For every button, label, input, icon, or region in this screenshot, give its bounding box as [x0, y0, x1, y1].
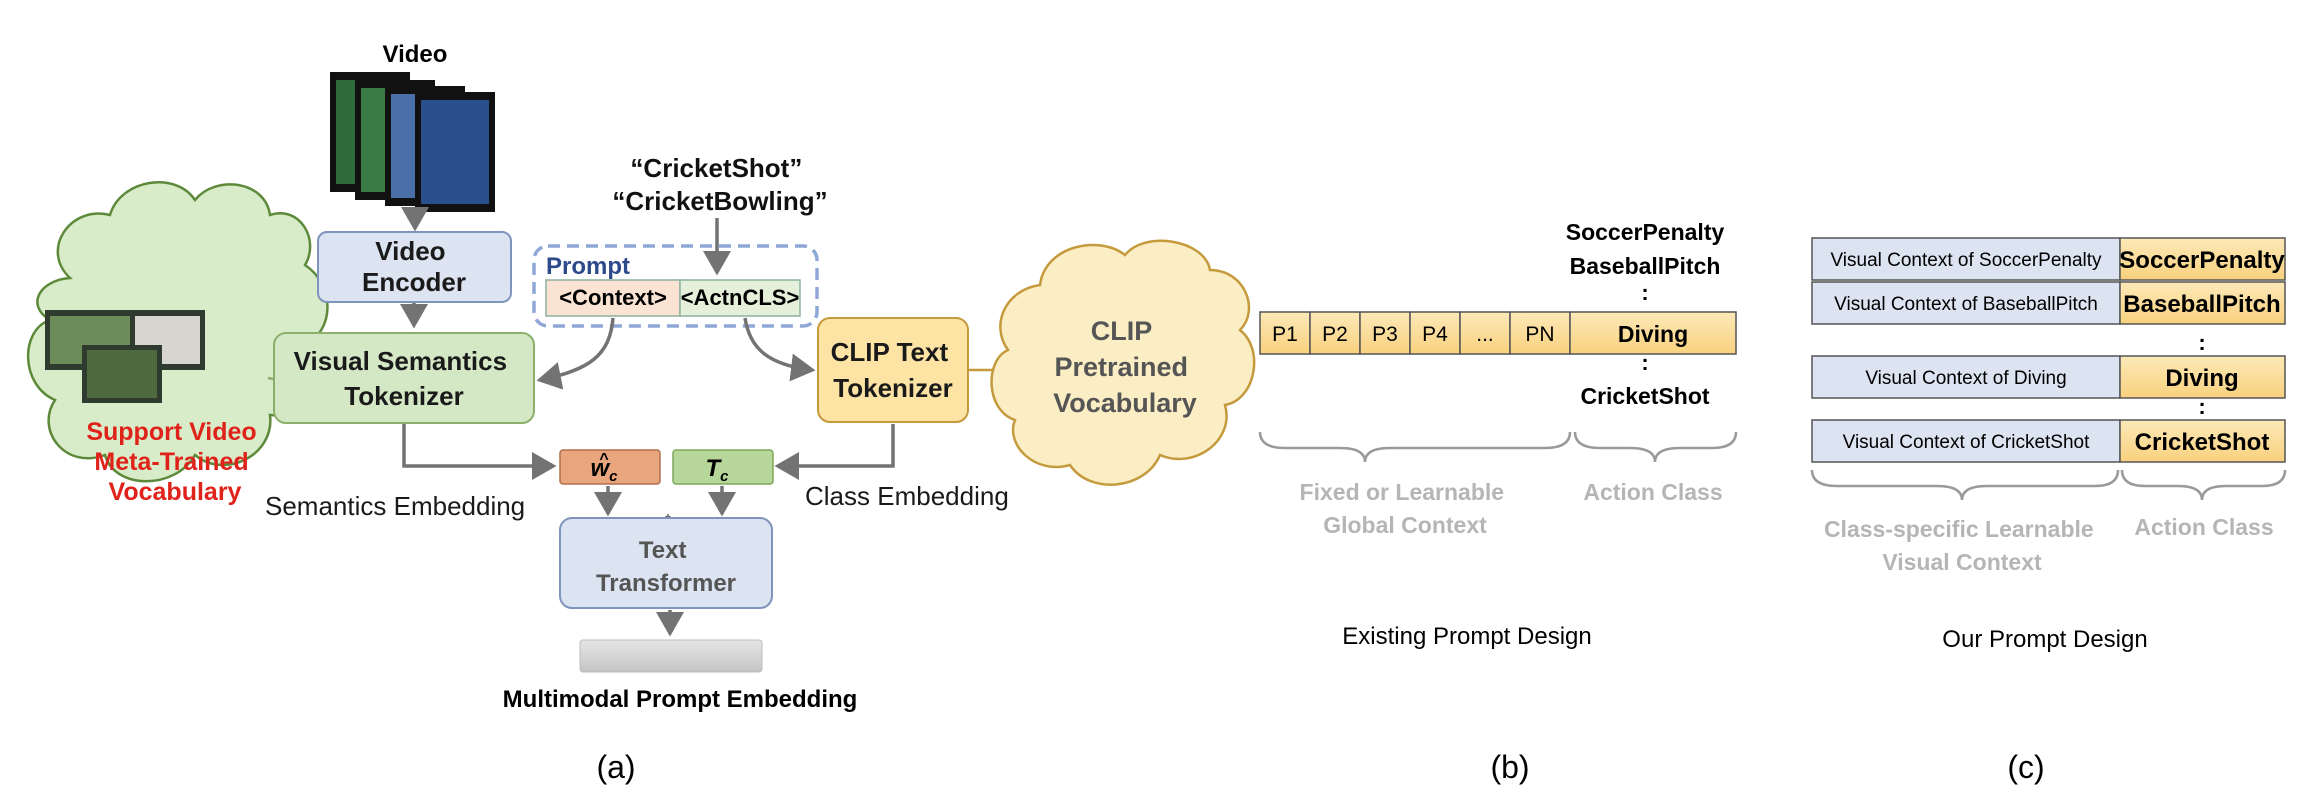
token-p4 — [1409, 311, 1461, 355]
brace-global-context — [1258, 431, 1572, 463]
support-vocab-label: Support Video Meta-Trained Vocabulary — [86, 418, 263, 506]
semantics-embedding-label: Semantics Embedding — [265, 491, 525, 521]
prompt-row: Visual Context of BaseballPitch Baseball… — [1811, 281, 2286, 325]
video-encoder-label: Video Encoder — [362, 236, 466, 297]
token-label: PN — [1525, 323, 1554, 346]
ellipsis: : — [1641, 280, 1648, 305]
class-names: “CricketShot” “CricketBowling” — [612, 153, 827, 216]
semantics-token — [559, 449, 661, 485]
caption-b: (b) — [1490, 749, 1529, 785]
ellipsis: : — [2198, 394, 2205, 419]
prompt-row: Visual Context of SoccerPenalty SoccerPe… — [1811, 237, 2286, 281]
multimodal-embedding-label: Multimodal Prompt Embedding — [503, 686, 858, 713]
class-above-1: SoccerPenalty — [1566, 219, 1725, 245]
prompt-row: Visual Context of CricketShot CricketSho… — [1811, 419, 2286, 463]
action-class-label: Action Class — [1583, 479, 1722, 505]
global-context-tokens: P1 P2 P3 P4 ... PN — [1259, 311, 1571, 355]
visual-context-label: Visual Context of Diving — [1865, 368, 2066, 389]
prompt-row: Visual Context of Diving Diving — [1811, 355, 2286, 399]
action-class-cell — [2119, 355, 2286, 399]
panel-b: SoccerPenalty BaseballPitch : P1 P2 P3 P… — [1258, 219, 1738, 785]
video-label: Video — [383, 41, 448, 68]
brace-visual-context — [1810, 469, 2120, 501]
token-label: P4 — [1422, 323, 1448, 346]
visual-context-label: Visual Context of SoccerPenalty — [1830, 250, 2102, 271]
our-prompt-title: Our Prompt Design — [1942, 626, 2147, 653]
class-token — [672, 449, 774, 485]
clip-text-tokenizer-box — [817, 317, 969, 423]
caption-c: (c) — [2007, 749, 2044, 785]
brace-action-class — [1573, 431, 1738, 463]
token-p3 — [1359, 311, 1411, 355]
text-transformer-box — [559, 517, 773, 609]
hat-icon: ^ — [599, 451, 608, 468]
token-label: P1 — [1272, 323, 1298, 346]
ellipsis: : — [1641, 350, 1648, 375]
action-class-cell-label: SoccerPenalty — [2119, 247, 2285, 274]
action-class-cell-label: Diving — [2165, 365, 2238, 392]
context-token-label: <Context> — [559, 285, 667, 310]
brace-action-class — [2120, 469, 2287, 501]
action-class-cell-label: BaseballPitch — [2123, 291, 2280, 318]
actncls-token — [679, 279, 801, 317]
action-class-cell — [2119, 281, 2286, 325]
token-label: P2 — [1322, 323, 1348, 346]
class-token-symbol: Tc — [705, 455, 729, 485]
existing-prompt-title: Existing Prompt Design — [1342, 623, 1591, 650]
token-label: P3 — [1372, 323, 1398, 346]
visual-context-brace-label: Class-specific Learnable Visual Context — [1824, 516, 2100, 575]
prompt-embedding-bar — [579, 639, 763, 673]
visual-context-label: Visual Context of CricketShot — [1843, 432, 2090, 453]
visual-context-cell — [1811, 355, 2121, 399]
context-token — [545, 279, 681, 317]
class-below: CricketShot — [1580, 383, 1709, 409]
action-class-cell-label: CricketShot — [2135, 429, 2270, 456]
visual-semantics-tokenizer-box — [273, 332, 535, 424]
panel-a: Support Video Meta-Trained Vocabulary Vi… — [26, 41, 1256, 785]
prompt-box — [532, 244, 819, 328]
clip-vocab-label: CLIP Pretrained Vocabulary — [1053, 316, 1197, 418]
token-label: ... — [1476, 323, 1494, 346]
prompt-label: Prompt — [546, 253, 630, 280]
clip-vocab-cloud: CLIP Pretrained Vocabulary — [990, 239, 1256, 486]
action-class-cell — [2119, 419, 2286, 463]
caption-a: (a) — [596, 749, 635, 785]
support-vocab-cloud: Support Video Meta-Trained Vocabulary — [26, 181, 329, 506]
video-frames — [330, 72, 495, 212]
panel-c: Visual Context of SoccerPenalty SoccerPe… — [1810, 237, 2287, 785]
global-context-label: Fixed or Learnable Global Context — [1300, 479, 1511, 538]
class-embedding-label: Class Embedding — [805, 481, 1009, 511]
token-ellipsis — [1459, 311, 1511, 355]
video-encoder-box — [317, 231, 512, 303]
semantics-token-symbol: wc — [590, 455, 618, 485]
class-token-label: Diving — [1618, 321, 1688, 347]
class-token-diving — [1569, 311, 1737, 355]
actncls-token-label: <ActnCLS> — [681, 285, 800, 310]
visual-semantics-tokenizer-label: Visual Semantics Tokenizer — [294, 346, 515, 411]
visual-context-label: Visual Context of BaseballPitch — [1834, 294, 2098, 315]
action-class-brace-label: Action Class — [2134, 514, 2273, 540]
clip-text-tokenizer-label: CLIP Text Tokenizer — [831, 337, 956, 403]
ellipsis: : — [2198, 330, 2205, 355]
text-transformer-label: Text Transformer — [596, 537, 736, 597]
class-above-2: BaseballPitch — [1570, 253, 1721, 279]
action-class-cell — [2119, 237, 2286, 281]
